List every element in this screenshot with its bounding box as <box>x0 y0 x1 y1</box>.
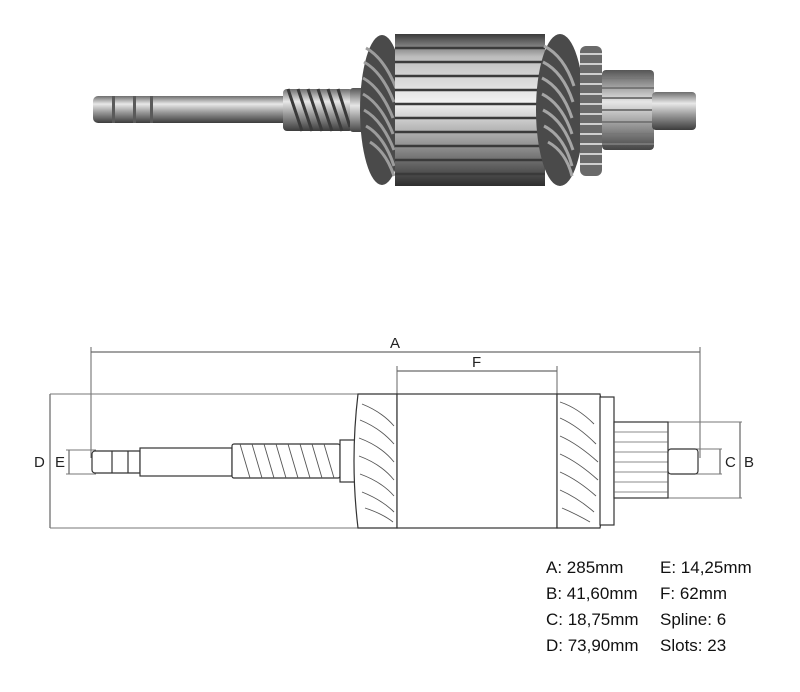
spec-d: D: 73,90mm <box>546 636 639 655</box>
dim-label-e: E <box>55 454 65 471</box>
photo-shaft <box>93 96 293 123</box>
spec-f: F: 62mm <box>660 584 728 603</box>
spec-spline: Spline: 6 <box>660 610 727 629</box>
photo-spline <box>602 70 654 150</box>
drawing-armature-outline <box>91 393 699 529</box>
photo-shaft-end <box>652 92 696 130</box>
spec-c: C: 18,75mm <box>546 610 639 629</box>
photo-right-winding <box>536 34 584 186</box>
spec-e: E: 14,25mm <box>660 558 752 577</box>
dim-label-f: F <box>472 354 481 371</box>
spec-slots: Slots: 23 <box>660 636 727 655</box>
photo-helical-gear <box>283 88 353 132</box>
photo-left-winding <box>360 35 404 185</box>
photo-ring <box>580 46 602 176</box>
armature-photo <box>93 34 696 186</box>
dim-label-a: A <box>390 335 400 352</box>
spec-b: B: 41,60mm <box>546 584 638 603</box>
dim-label-b: B <box>744 454 754 471</box>
photo-core <box>395 34 545 186</box>
dim-label-d: D <box>34 454 45 471</box>
dim-label-c: C <box>725 454 736 471</box>
spec-a: A: 285mm <box>546 558 624 577</box>
